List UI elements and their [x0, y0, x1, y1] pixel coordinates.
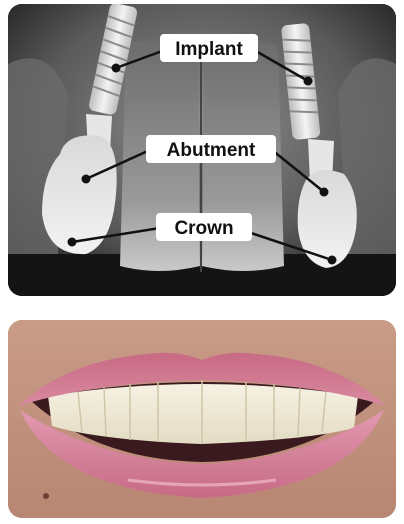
xray-image: Implant Abutment Crown [8, 4, 396, 296]
crown-right [298, 170, 357, 268]
skin-mark [43, 493, 49, 499]
abutment-label: Abutment [167, 140, 256, 161]
xray-illustration: Implant Abutment Crown [8, 4, 396, 296]
smile-illustration [8, 320, 396, 518]
implant-label: Implant [175, 39, 243, 60]
crown-label: Crown [174, 218, 233, 239]
smile-photo [8, 320, 396, 518]
